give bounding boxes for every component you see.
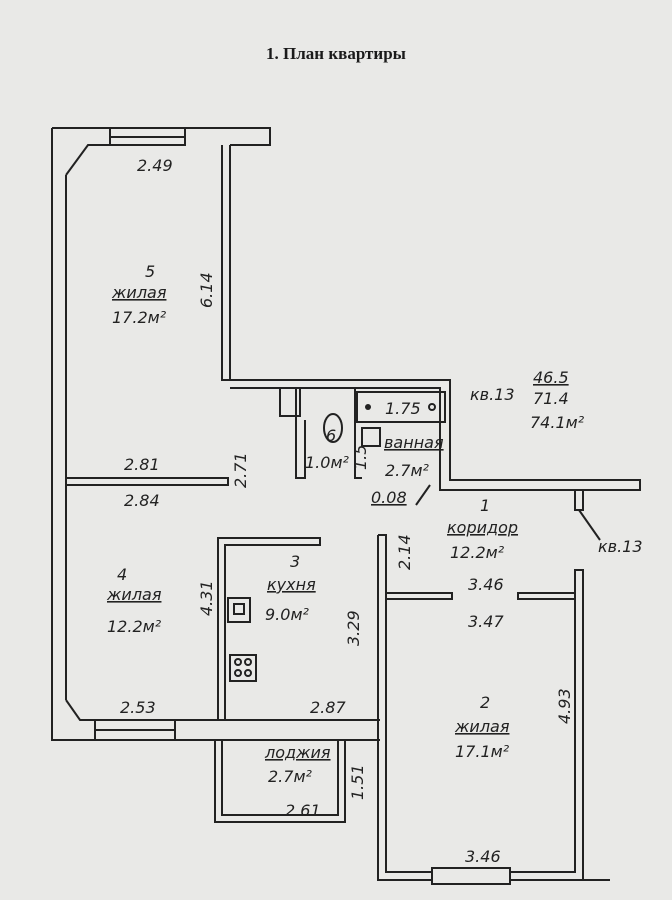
dimension: 3.46: [468, 575, 504, 594]
room-area: 17.1м²: [455, 742, 510, 761]
room-area: 2.7м²: [268, 767, 313, 786]
apartment-label: кв.13: [470, 385, 515, 404]
faucet-icon: [365, 404, 371, 410]
room-number: 5: [145, 262, 155, 281]
room-area: 12.2м²: [450, 543, 505, 562]
room-name: лоджия: [264, 743, 331, 762]
room-number: 4: [117, 565, 127, 584]
dimension: 2.53: [120, 698, 156, 717]
dimension: 4.31: [197, 580, 216, 616]
room-name: жилая: [454, 717, 510, 736]
drain-icon: [428, 403, 436, 411]
dimension: 2.81: [124, 455, 160, 474]
room-name: ванная: [384, 433, 444, 452]
room-area: 9.0м²: [265, 605, 310, 624]
dimension: 1.51: [348, 764, 367, 800]
room-number: 2: [480, 693, 490, 712]
sink-icon: [361, 427, 381, 447]
walls: [51, 127, 641, 885]
area-with-loggia: 74.1м²: [530, 413, 585, 432]
toilet-icon: [323, 413, 343, 443]
room-area: 2.7м²: [385, 461, 430, 480]
dimension: 2.87: [310, 698, 346, 717]
room-name: кухня: [267, 575, 316, 594]
room-number: 3: [290, 552, 300, 571]
dimension: 6.14: [197, 272, 216, 308]
room-area: 17.2м²: [112, 308, 167, 327]
living-area: 46.5: [533, 368, 569, 387]
room-name: коридор: [447, 518, 518, 537]
dimension: 2.71: [231, 452, 250, 488]
dimension: 0.08: [371, 488, 407, 507]
entry-label: кв.13: [598, 537, 643, 556]
window: [431, 867, 511, 885]
total-area: 71.4: [533, 389, 569, 408]
page-title: 1. План квартиры: [266, 44, 406, 63]
dimension: 1.5: [351, 445, 370, 470]
sink-icon: [227, 597, 251, 623]
stove-icon: [229, 654, 257, 682]
dimension: 2.49: [137, 156, 173, 175]
dimension: 2.84: [124, 491, 160, 510]
room-number: 6: [326, 426, 336, 445]
room-area: 12.2м²: [107, 617, 162, 636]
dimension: 3.47: [468, 612, 504, 631]
room-name: жилая: [111, 283, 167, 302]
dimension: 3.29: [344, 610, 363, 646]
dimension: 3.46: [465, 847, 501, 866]
dimension: 4.93: [555, 688, 574, 724]
room-area: 1.0м²: [305, 453, 350, 472]
room-name: жилая: [106, 585, 162, 604]
dimension: 2.61: [285, 801, 321, 820]
dimension: 1.75: [385, 399, 421, 418]
dimension: 2.14: [395, 534, 414, 570]
room-number: 1: [480, 496, 490, 515]
